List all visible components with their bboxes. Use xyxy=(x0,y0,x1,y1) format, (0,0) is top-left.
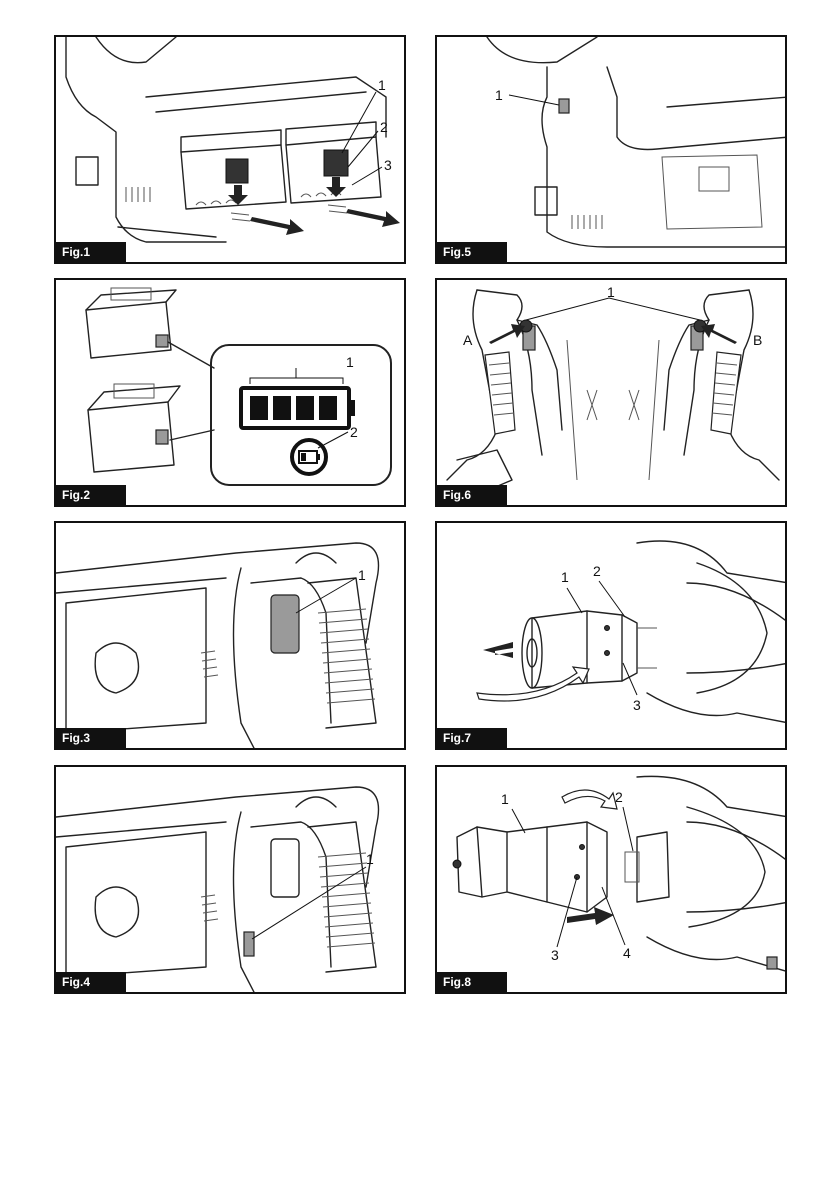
fig8-callout-1: 1 xyxy=(501,791,509,807)
figure-6: 1 A B Fig.6 xyxy=(435,278,787,507)
fig1-label: Fig.1 xyxy=(56,242,126,262)
low-battery-icon xyxy=(292,440,326,474)
fig8-illustration xyxy=(437,767,787,994)
figure-2: 1 2 Fig.2 xyxy=(54,278,406,507)
fig1-callout-2: 2 xyxy=(380,119,388,135)
fig2-label: Fig.2 xyxy=(56,485,126,505)
fig1-callout-3: 3 xyxy=(384,157,392,173)
fig5-label: Fig.5 xyxy=(437,242,507,262)
fig2-illustration xyxy=(56,280,406,507)
fig5-callout-1: 1 xyxy=(495,87,503,103)
fig6-label: Fig.6 xyxy=(437,485,507,505)
fig7-callout-2: 2 xyxy=(593,563,601,579)
fig1-illustration xyxy=(56,37,406,264)
fig7-illustration xyxy=(437,523,787,750)
fig4-callout-1: 1 xyxy=(366,851,374,867)
fig4-illustration xyxy=(56,767,406,994)
fig5-illustration xyxy=(437,37,787,264)
figure-5: 1 Fig.5 xyxy=(435,35,787,264)
fig4-label: Fig.4 xyxy=(56,972,126,992)
fig8-callout-3: 3 xyxy=(551,947,559,963)
fig6-illustration xyxy=(437,280,787,507)
fig2-callout-1: 1 xyxy=(346,354,354,370)
fig8-callout-4: 4 xyxy=(623,945,631,961)
fig6-callout-B: B xyxy=(753,332,762,348)
fig1-callout-1: 1 xyxy=(378,77,386,93)
fig8-callout-2: 2 xyxy=(615,789,623,805)
figure-1: 1 2 3 Fig.1 xyxy=(54,35,406,264)
fig6-callout-1: 1 xyxy=(607,284,615,300)
figure-7: 1 2 3 Fig.7 xyxy=(435,521,787,750)
figure-3: 1 Fig.3 xyxy=(54,521,406,750)
figure-4: 1 Fig.4 xyxy=(54,765,406,994)
fig7-label: Fig.7 xyxy=(437,728,507,748)
fig6-callout-A: A xyxy=(463,332,472,348)
fig2-callout-2: 2 xyxy=(350,424,358,440)
fig3-callout-1: 1 xyxy=(358,567,366,583)
figure-8: 1 2 3 4 Fig.8 xyxy=(435,765,787,994)
fig7-callout-1: 1 xyxy=(561,569,569,585)
fig7-callout-3: 3 xyxy=(633,697,641,713)
battery-level-icon xyxy=(241,388,355,428)
fig3-illustration xyxy=(56,523,406,750)
fig8-label: Fig.8 xyxy=(437,972,507,992)
fig3-label: Fig.3 xyxy=(56,728,126,748)
